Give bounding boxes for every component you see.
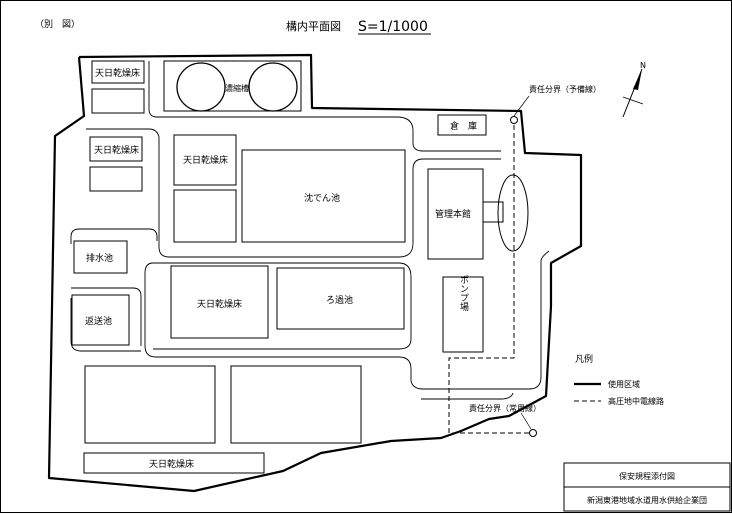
plan-title: 構内平面図	[286, 19, 341, 33]
drying-bed-1-label: 天日乾燥床	[95, 67, 140, 79]
internal-roads	[70, 61, 550, 400]
sedimentation-basin	[241, 149, 406, 243]
lower-block-right	[230, 365, 362, 444]
admin-annex	[482, 201, 504, 223]
warehouse	[437, 114, 487, 136]
drying-bed-3b	[173, 189, 237, 243]
drying-bed-4-label: 天日乾燥床	[197, 298, 242, 310]
drain-pond-label: 排水池	[86, 252, 113, 264]
sedimentation-basin-label: 沈でん池	[304, 192, 340, 204]
boundary-standby-leader	[513, 95, 530, 117]
filter-basin	[276, 267, 405, 330]
boundary-standby-label: 責任分界（予備線）	[529, 84, 601, 94]
drying-bed-2	[89, 136, 143, 162]
admin-building-label: 管理本館	[435, 208, 471, 220]
filter-basin-label: ろ過池	[326, 294, 353, 306]
boundary-regular-leader	[520, 412, 532, 430]
boundary-regular-point	[529, 429, 537, 437]
boundary-standby-point	[510, 116, 518, 124]
drying-bed-2-label: 天日乾燥床	[94, 144, 139, 156]
drying-bed-4	[170, 265, 269, 339]
title-block-row1: 保安規程添付図	[619, 471, 675, 481]
legend-used-area-label: 使用区域	[608, 379, 640, 389]
sludge-tank-label: 濃縮槽	[225, 83, 249, 93]
sludge-tank-area	[163, 60, 302, 112]
title-block-row2: 新潟東港地域水道用水供給企業団	[587, 495, 707, 505]
site-boundary	[47, 53, 583, 493]
drain-pond	[73, 240, 128, 274]
drying-bed-2b	[89, 166, 143, 192]
north-arrow-icon: N	[622, 61, 646, 118]
drying-bed-5-label: 天日乾燥床	[149, 458, 194, 470]
roundabout	[497, 174, 529, 252]
pump-station	[442, 276, 484, 353]
north-label: N	[640, 61, 646, 70]
lower-block-left	[84, 365, 216, 444]
sludge-tank-1	[176, 62, 226, 112]
plan-scale: S=1/1000	[358, 19, 428, 35]
appendix-label: （別 図）	[35, 19, 80, 30]
legend-title: 凡例	[575, 353, 593, 365]
boundary-regular-label: 責任分界（常用線）	[469, 403, 541, 413]
drying-bed-1b	[91, 88, 145, 114]
drying-bed-3-label: 天日乾燥床	[183, 154, 228, 166]
drying-bed-1	[91, 60, 145, 84]
pump-station-label: ポンプ場	[458, 275, 469, 312]
return-pond	[71, 294, 130, 346]
sludge-tank-2	[248, 62, 298, 112]
warehouse-label: 倉 庫	[450, 120, 477, 132]
underground-cable-route	[448, 125, 533, 434]
drying-bed-5	[83, 452, 265, 474]
legend-cable-label: 高圧地中電線路	[608, 396, 664, 406]
return-pond-label: 返送池	[85, 315, 112, 327]
drying-bed-3	[173, 134, 237, 186]
